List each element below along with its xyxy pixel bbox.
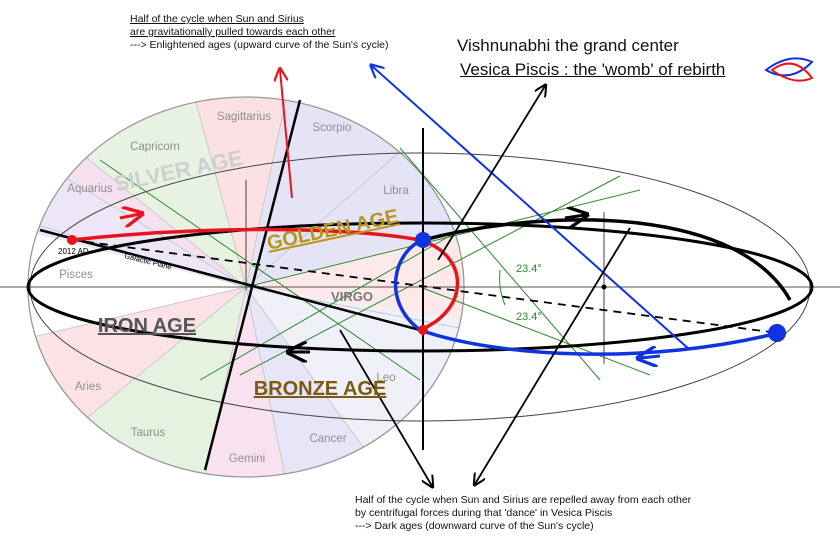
angle-label-bottom: 23.4°: [516, 311, 542, 323]
angle-label-top: 23.4°: [516, 263, 542, 275]
blue-pointer-arrow: [372, 66, 691, 351]
up-red-arrow: [280, 70, 293, 199]
bottom-note: Half of the cycle when Sun and Sirius ar…: [355, 494, 691, 533]
zodiac-aries: Aries: [75, 381, 101, 393]
zodiac-sagittarius: Sagittarius: [217, 111, 272, 123]
blue-orbit-arc: [393, 238, 779, 356]
iron-age-label: IRON AGE: [98, 315, 196, 337]
sun-orbit: [26, 221, 814, 353]
down-arrow-left: [339, 329, 432, 486]
bottom-note-line1: Half of the cycle when Sun and Sirius ar…: [355, 494, 692, 506]
blue-dot-right: [768, 324, 786, 342]
blue-dot-top: [415, 232, 431, 248]
bottom-note-line3: ---> Dark ages (downward curve of the Su…: [355, 520, 594, 532]
header-subtitle: Vesica Piscis : the 'womb' of rebirth: [460, 60, 726, 79]
down-arrow-right: [475, 227, 631, 484]
zodiac-scorpio: Scorpio: [313, 122, 352, 134]
zodiac-virgo: VIRGO: [331, 289, 373, 304]
tilted-axis-line: [203, 99, 302, 471]
red-orbit-arc: [71, 227, 460, 332]
zodiac-taurus: Taurus: [131, 427, 166, 439]
zodiac-cancer: Cancer: [309, 433, 346, 445]
vesica-piscis-icon: [764, 57, 814, 82]
red-dot-bottom: [418, 325, 428, 335]
vesica-pointer-arrow: [437, 86, 545, 261]
top-note-line2: are gravitationally pulled towards each …: [130, 26, 336, 38]
zodiac-leo: Leo: [376, 372, 395, 384]
zodiac-aquarius: Aquarius: [67, 183, 113, 195]
galactic-plane-line: [39, 228, 421, 332]
top-note-line3: ---> Enlightened ages (upward curve of t…: [130, 39, 389, 51]
top-note: Half of the cycle when Sun and Sirius ar…: [130, 13, 389, 52]
bronze-age-label: BRONZE AGE: [254, 378, 387, 400]
zodiac-libra: Libra: [383, 185, 409, 197]
zodiac-gemini: Gemini: [229, 453, 265, 465]
top-note-line1: Half of the cycle when Sun and Sirius: [130, 13, 304, 25]
sun-path-dashed: [71, 239, 779, 334]
sun-2012-dot: [67, 235, 77, 245]
label-2012-ad: 2012 AD: [58, 247, 89, 256]
header-title: Vishnunabhi the grand center: [457, 36, 679, 55]
bottom-note-line2: by centrifugal forces during that 'dance…: [355, 507, 613, 519]
zodiac-capricorn: Capricorn: [130, 141, 180, 153]
zodiac-pisces: Pisces: [59, 269, 93, 281]
